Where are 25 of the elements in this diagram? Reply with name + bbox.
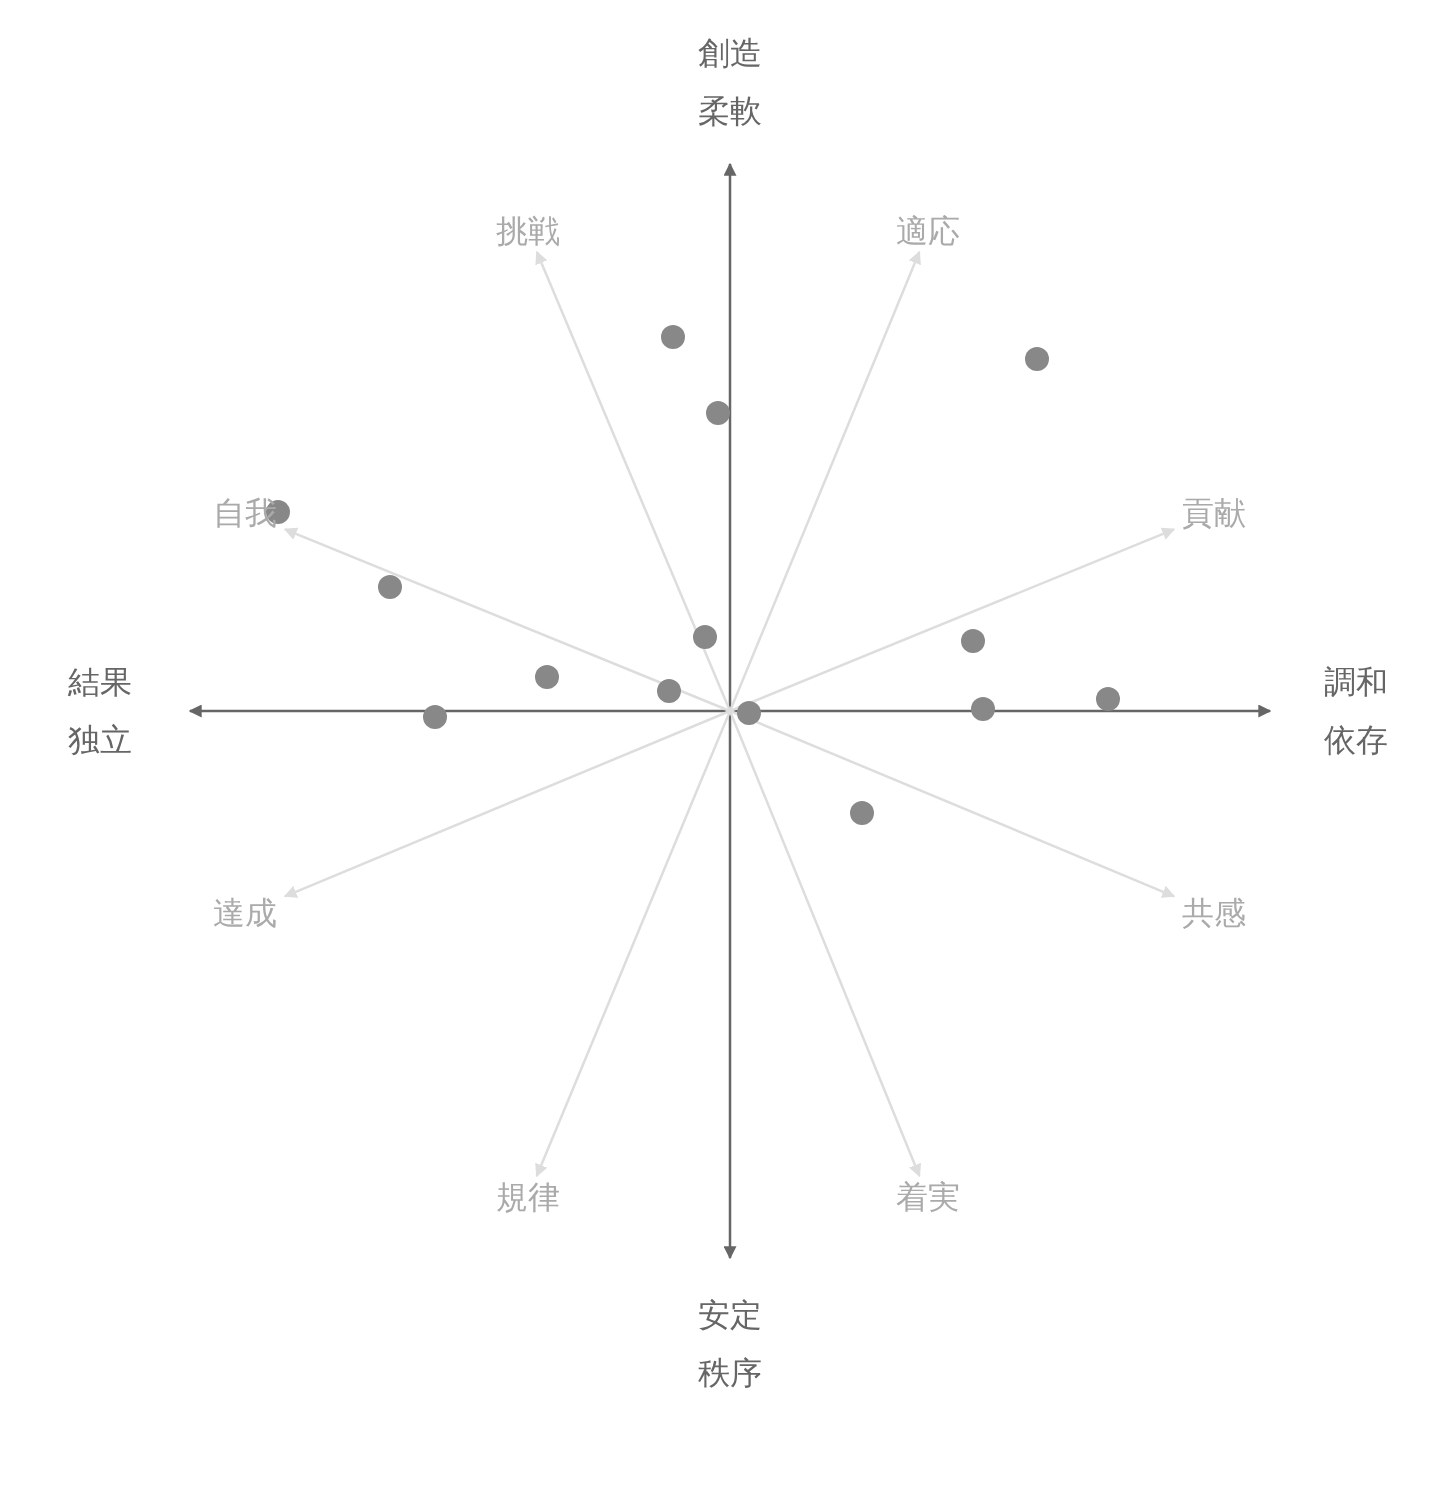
axis-label: 規律 xyxy=(496,1177,560,1218)
axis-label: 挑戦 xyxy=(496,211,560,252)
arrow xyxy=(729,709,1176,898)
arrow xyxy=(535,710,732,1178)
arrow xyxy=(283,709,731,898)
axis-label: 結果 xyxy=(68,662,132,703)
axis-label: 着実 xyxy=(896,1177,960,1218)
axis-label: 独立 xyxy=(68,720,132,761)
arrow xyxy=(728,710,922,1178)
arrow xyxy=(535,250,732,712)
axis-label: 調和 xyxy=(1324,662,1388,703)
axis-label: 達成 xyxy=(213,893,277,934)
arrow xyxy=(728,250,921,712)
axis-label: 共感 xyxy=(1182,893,1246,934)
arrow xyxy=(188,704,1272,718)
axis-label: 秩序 xyxy=(698,1353,762,1394)
axis-label: 柔軟 xyxy=(698,91,762,132)
arrow xyxy=(723,162,737,1260)
axis-label: 依存 xyxy=(1324,720,1388,761)
axis-label: 安定 xyxy=(698,1295,762,1336)
axis-label: 貢献 xyxy=(1182,493,1246,534)
arrow xyxy=(729,527,1176,713)
axis-label: 創造 xyxy=(698,33,762,74)
axis-label: 適応 xyxy=(896,211,960,252)
arrow xyxy=(283,527,731,713)
